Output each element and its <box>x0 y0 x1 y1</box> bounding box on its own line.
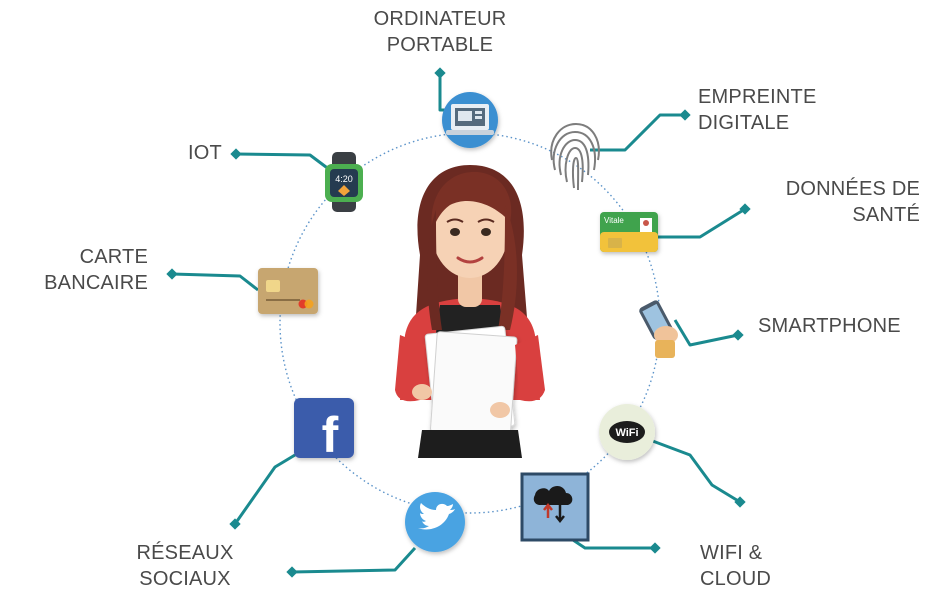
label-smartphone: SMARTPHONE <box>758 313 901 339</box>
facebook-icon: f <box>294 398 354 463</box>
fingerprint-icon <box>550 122 600 191</box>
endpoint-health <box>739 203 751 215</box>
woman-figure <box>395 165 545 458</box>
connector-fingerprint <box>590 113 685 152</box>
label-health-line-1: DONNÉES DE <box>785 178 920 200</box>
connector-smartphone <box>673 319 739 347</box>
connector-bank <box>171 272 259 292</box>
health-card-icon: Vitale <box>600 212 658 252</box>
endpoint-fingerprint <box>679 109 691 121</box>
label-bank-line-1: CARTE <box>79 246 148 268</box>
label-iot: IOT <box>188 140 222 166</box>
smartwatch-icon: 4:20 <box>325 152 363 212</box>
endpoint-bank <box>166 268 178 280</box>
wifi-icon: WiFi <box>599 404 655 460</box>
label-laptop-line-1: ORDINATEUR <box>373 8 507 30</box>
label-social-line-1: RÉSEAUX <box>136 542 234 564</box>
label-bank-line-2: BANCAIRE <box>44 272 148 294</box>
label-wifi-line-1: WIFI & <box>700 542 763 564</box>
twitter-icon <box>405 492 465 552</box>
bank-card-icon <box>258 268 318 314</box>
endpoint-cloud <box>649 542 661 554</box>
label-social: RÉSEAUX SOCIAUX <box>110 540 260 592</box>
label-fingerprint-line-1: EMPREINTE <box>698 86 817 108</box>
label-fingerprint-line-2: DIGITALE <box>698 112 790 134</box>
label-smartphone-line-1: SMARTPHONE <box>758 315 901 337</box>
label-wifi-cloud: WIFI & CLOUD <box>700 540 771 592</box>
label-iot-line-1: IOT <box>188 142 222 164</box>
connector-wifi <box>649 438 741 504</box>
connector-twitter <box>291 546 417 574</box>
laptop-icon <box>442 92 498 148</box>
label-health: DONNÉES DE SANTÉ <box>770 176 920 228</box>
label-laptop-line-2: PORTABLE <box>386 34 494 56</box>
endpoint-wifi <box>734 496 746 508</box>
wifi-badge-text: WiFi <box>615 427 638 439</box>
connector-facebook <box>233 453 296 525</box>
label-health-line-2: SANTÉ <box>852 204 920 226</box>
connector-iot <box>235 152 331 172</box>
watch-time-text: 4:20 <box>335 174 353 184</box>
endpoint-smartphone <box>732 329 744 341</box>
connectors <box>171 73 746 574</box>
label-bank: CARTE BANCAIRE <box>0 244 148 296</box>
facebook-glyph: f <box>322 407 339 463</box>
smartphone-icon <box>639 300 678 358</box>
label-laptop: ORDINATEUR PORTABLE <box>360 6 520 58</box>
endpoint-twitter <box>286 566 298 578</box>
endpoint-laptop <box>434 67 446 79</box>
label-fingerprint: EMPREINTE DIGITALE <box>698 84 816 136</box>
label-social-line-2: SOCIAUX <box>139 568 231 590</box>
connector-health <box>655 207 746 239</box>
label-wifi-line-2: CLOUD <box>700 568 772 590</box>
health-card-text: Vitale <box>604 216 624 225</box>
cloud-icon <box>520 472 590 542</box>
endpoint-iot <box>230 148 242 160</box>
endpoint-facebook <box>229 518 241 530</box>
